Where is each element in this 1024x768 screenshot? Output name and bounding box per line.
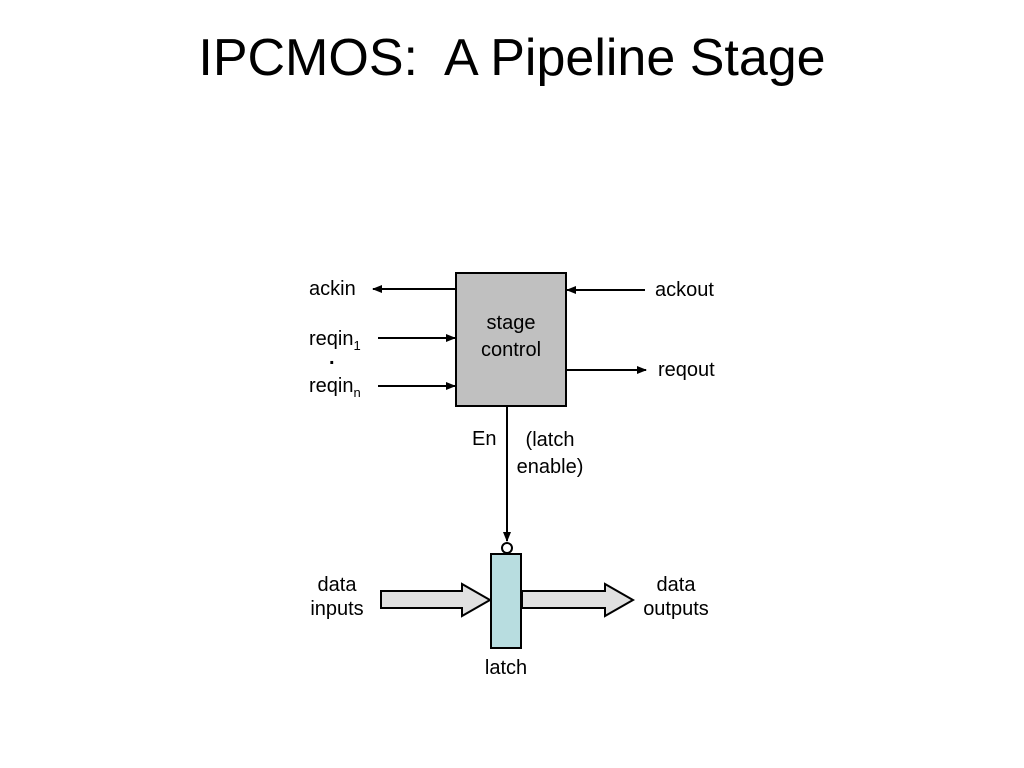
latch-label: latch (484, 657, 528, 679)
stage-control-label: stage control (456, 310, 566, 364)
reqin-first-label: reqin1 (309, 327, 361, 353)
stage-control-line1: stage (486, 312, 536, 334)
data-output-arrow (521, 582, 636, 618)
reqin-ellipsis: . (329, 347, 335, 369)
enable-inversion-bubble (501, 542, 513, 554)
data-outputs-line1: data (656, 574, 696, 596)
data-outputs-label: data outputs (632, 573, 720, 621)
reqout-label: reqout (658, 359, 715, 381)
ackout-label: ackout (655, 279, 714, 301)
stage-control-line2: control (480, 339, 542, 361)
data-inputs-line2: inputs (310, 598, 364, 620)
page-title: IPCMOS: A Pipeline Stage (198, 29, 826, 87)
data-input-arrow (380, 582, 493, 618)
latch-enable-line2: enable) (516, 456, 584, 478)
reqin-first-subscript: 1 (353, 338, 361, 353)
latch-enable-label: (latch enable) (510, 427, 590, 481)
data-outputs-line2: outputs (643, 598, 709, 620)
data-inputs-label: data inputs (297, 573, 377, 621)
data-inputs-line1: data (317, 574, 357, 596)
reqin-first-base: reqin (309, 328, 354, 350)
latch-enable-line1: (latch (525, 429, 575, 451)
latch-box (490, 553, 522, 649)
ackin-label: ackin (309, 278, 356, 300)
reqin-last-label: reqinn (309, 374, 361, 400)
reqin-last-subscript: n (353, 385, 361, 400)
en-label: En (472, 428, 497, 450)
stage-control-box (455, 272, 567, 407)
reqin-last-base: reqin (309, 375, 354, 397)
